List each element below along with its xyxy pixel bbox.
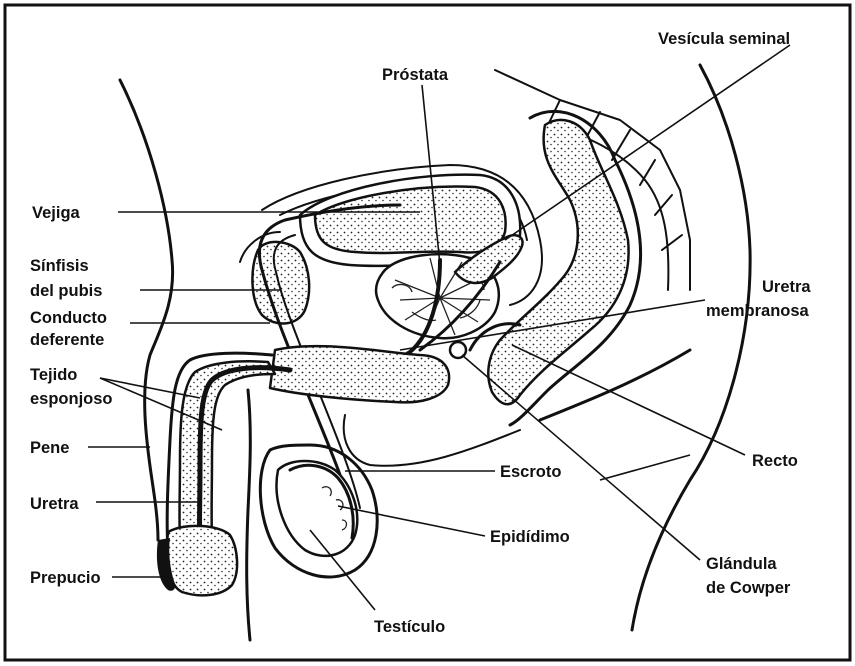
glans [167, 526, 237, 595]
leader-epididimo [338, 506, 485, 536]
label-tejido-line1: Tejido [30, 366, 77, 384]
leader-recto [512, 345, 745, 455]
label-conducto-line1: Conducto [30, 309, 107, 327]
label-vesicula-seminal: Vesícula seminal [658, 30, 790, 48]
label-prostata: Próstata [382, 66, 449, 84]
label-sinfisis-line1: Sínfisis [30, 257, 89, 275]
label-uretra: Uretra [30, 495, 79, 513]
back-outline [632, 65, 750, 630]
label-recto: Recto [752, 452, 798, 470]
label-sinfisis-line2: del pubis [30, 282, 102, 300]
testicle [277, 461, 358, 556]
label-escroto: Escroto [500, 463, 561, 481]
buttock-outline [540, 350, 690, 420]
perineum-outline [344, 415, 520, 466]
label-pene: Pene [30, 439, 69, 457]
leader-recto-back [600, 455, 690, 480]
label-tejido-line2: esponjoso [30, 390, 113, 408]
label-glandula-line1: Glándula [706, 555, 777, 573]
bulb-of-penis [270, 346, 449, 402]
label-prepucio: Prepucio [30, 569, 101, 587]
label-epididimo: Epidídimo [490, 528, 570, 546]
thigh-outline [247, 390, 251, 640]
label-uretra-membranosa-line1: Uretra [762, 278, 811, 296]
leader-tejido-1 [100, 378, 200, 398]
label-uretra-membranosa-line2: membranosa [706, 302, 810, 320]
abdomen-outline [120, 80, 173, 540]
label-vejiga: Vejiga [32, 204, 81, 222]
label-testiculo: Testículo [374, 618, 445, 636]
label-glandula-line2: de Cowper [706, 579, 791, 597]
label-conducto-line2: deferente [30, 331, 104, 349]
